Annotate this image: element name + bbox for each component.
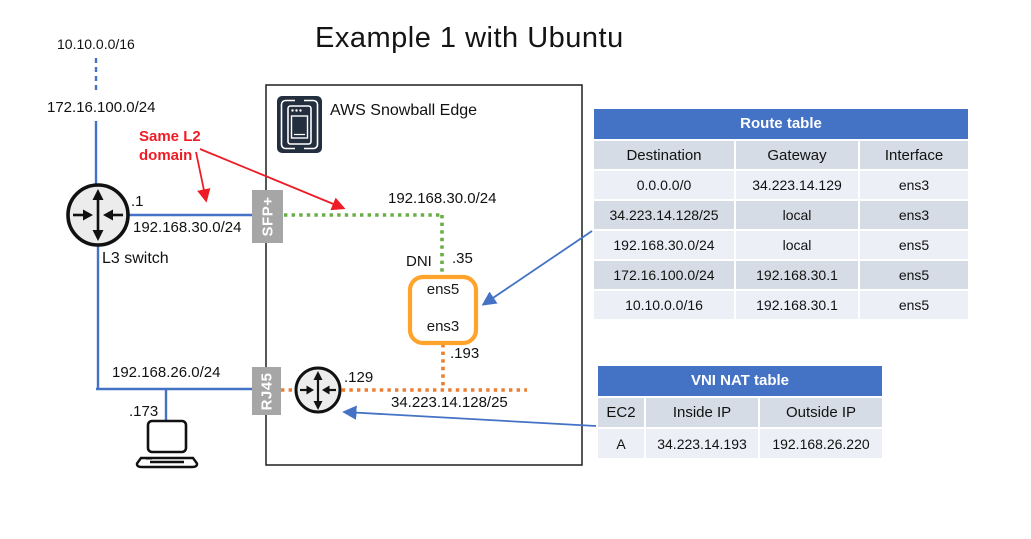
vni-nat-table-title: VNI NAT table [598,366,882,396]
blue-links [94,58,252,420]
dni-label: DNI [406,253,432,270]
nat-col-outside-ip: Outside IP [760,398,882,427]
rj45-port-box: RJ45 [252,367,281,415]
switch-to-rj45-line [96,245,252,391]
route-cell: 34.223.14.128/25 [594,201,734,229]
route-cell: 192.168.30.1 [736,261,858,289]
switch-subnet-label: 192.168.30.0/24 [133,219,242,236]
route-cell: ens3 [860,171,968,199]
vni-nat-table-grid: EC2 Inside IP Outside IP A 34.223.14.193… [598,398,882,458]
route-cell: local [736,231,858,259]
route-table: Route table Destination Gateway Interfac… [594,109,968,319]
red-arrow-to-green-link [199,148,346,211]
red-arrow-to-blue-link [195,151,211,203]
laptop-icon [135,419,199,469]
route-cell: 10.10.0.0/16 [594,291,734,319]
route-cell: 192.168.30.0/24 [594,231,734,259]
ens3-ip-label: .193 [450,345,480,362]
sfp-port-box: SFP+ [252,190,283,243]
nat-cell: 34.223.14.193 [646,429,758,458]
switch-port-ip-label: .1 [131,193,144,210]
red-annotation-arrows [195,148,346,211]
route-cell: 192.168.30.1 [736,291,858,319]
nat-col-ec2: EC2 [598,398,644,427]
route-cell: ens5 [860,231,968,259]
nat-table-arrow [342,405,597,427]
route-cell: ens5 [860,291,968,319]
route-cell: local [736,201,858,229]
laptop-ip-label: .173 [129,403,159,420]
snowball-edge-box [265,84,583,466]
route-table-grid: Destination Gateway Interface 0.0.0.0/0 … [594,141,968,319]
route-col-gateway: Gateway [736,141,858,169]
l3-switch-icon [66,183,130,247]
route-cell: ens3 [860,201,968,229]
inner-subnet-label: 192.168.30.0/24 [388,190,497,207]
vni-router-icon [294,366,342,414]
vni-router-ip-label: .129 [344,369,374,386]
sfp-port-label: SFP+ [259,196,276,237]
snowball-edge-label: AWS Snowball Edge [330,102,478,119]
route-cell: 34.223.14.129 [736,171,858,199]
dni-ip-label: .35 [452,250,473,267]
route-cell: 0.0.0.0/0 [594,171,734,199]
instance-box [407,274,479,346]
rj45-port-label: RJ45 [258,372,276,410]
ens3-label: ens3 [426,318,460,335]
nat-cell: 192.168.26.220 [760,429,882,458]
nat-cell: A [598,429,644,458]
slide-title: Example 1 with Ubuntu [315,22,624,54]
vni-nat-table: VNI NAT table EC2 Inside IP Outside IP A… [598,366,882,458]
route-table-arrow [481,230,593,306]
same-l2-domain-note: Same L2 domain [139,128,201,164]
route-table-title: Route table [594,109,968,139]
green-dotted-links [284,213,444,276]
snowball-edge-icon [277,96,322,153]
ens5-label: ens5 [426,281,460,298]
net-10-label: 10.10.0.0/16 [57,36,135,52]
route-cell: ens5 [860,261,968,289]
blue-pointer-arrows [342,230,597,427]
route-col-destination: Destination [594,141,734,169]
net-172-label: 172.16.100.0/24 [47,99,156,116]
route-cell: 172.16.100.0/24 [594,261,734,289]
route-col-interface: Interface [860,141,968,169]
nat-col-inside-ip: Inside IP [646,398,758,427]
lan-subnet-label: 192.168.26.0/24 [112,364,221,381]
vni-subnet-label: 34.223.14.128/25 [391,394,508,411]
l3-switch-label: L3 switch [102,250,169,267]
